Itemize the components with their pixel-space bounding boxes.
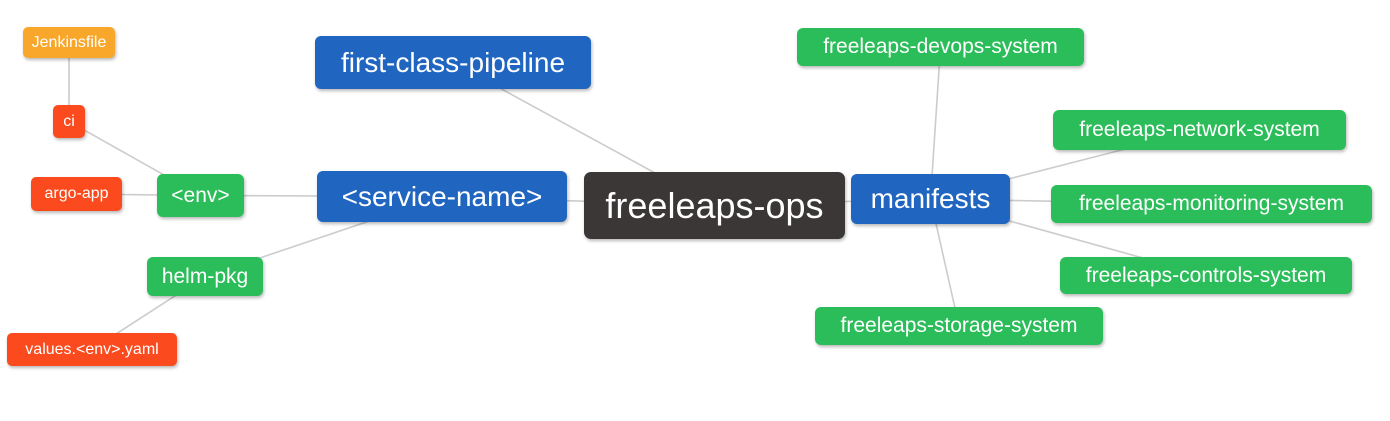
node-service-name[interactable]: <service-name>	[317, 171, 567, 222]
node-jenkinsfile[interactable]: Jenkinsfile	[23, 27, 115, 58]
node-ci[interactable]: ci	[53, 105, 85, 138]
node-first-class-pipeline[interactable]: first-class-pipeline	[315, 36, 591, 89]
node-label: argo-app	[44, 185, 109, 202]
node-label: <service-name>	[341, 180, 543, 212]
node-label: freeleaps-ops	[605, 184, 824, 226]
node-label: <env>	[171, 183, 230, 207]
node-label: freeleaps-monitoring-system	[1079, 192, 1344, 215]
node-env[interactable]: <env>	[157, 174, 244, 217]
node-label: freeleaps-storage-system	[840, 314, 1078, 337]
node-freeleaps-storage-system[interactable]: freeleaps-storage-system	[815, 307, 1103, 345]
node-label: manifests	[870, 183, 991, 214]
node-label: freeleaps-network-system	[1079, 118, 1320, 141]
node-label: helm-pkg	[161, 264, 249, 288]
node-values-env-yaml[interactable]: values.<env>.yaml	[7, 333, 177, 366]
node-label: ci	[63, 112, 75, 130]
node-freeleaps-controls-system[interactable]: freeleaps-controls-system	[1060, 257, 1352, 294]
node-manifests[interactable]: manifests	[851, 174, 1010, 224]
node-label: first-class-pipeline	[340, 46, 566, 78]
node-label: values.<env>.yaml	[25, 340, 159, 358]
node-label: freeleaps-devops-system	[823, 35, 1058, 58]
node-label: Jenkinsfile	[31, 33, 107, 51]
node-argo-app[interactable]: argo-app	[31, 177, 122, 211]
edge-manifests--freeleaps-devops-system	[929, 46, 942, 200]
node-helm-pkg[interactable]: helm-pkg	[147, 257, 263, 296]
node-freeleaps-ops[interactable]: freeleaps-ops	[584, 172, 845, 239]
node-freeleaps-devops-system[interactable]: freeleaps-devops-system	[797, 28, 1084, 66]
node-freeleaps-network-system[interactable]: freeleaps-network-system	[1053, 110, 1346, 150]
node-label: freeleaps-controls-system	[1085, 263, 1327, 287]
node-freeleaps-monitoring-system[interactable]: freeleaps-monitoring-system	[1051, 185, 1372, 223]
